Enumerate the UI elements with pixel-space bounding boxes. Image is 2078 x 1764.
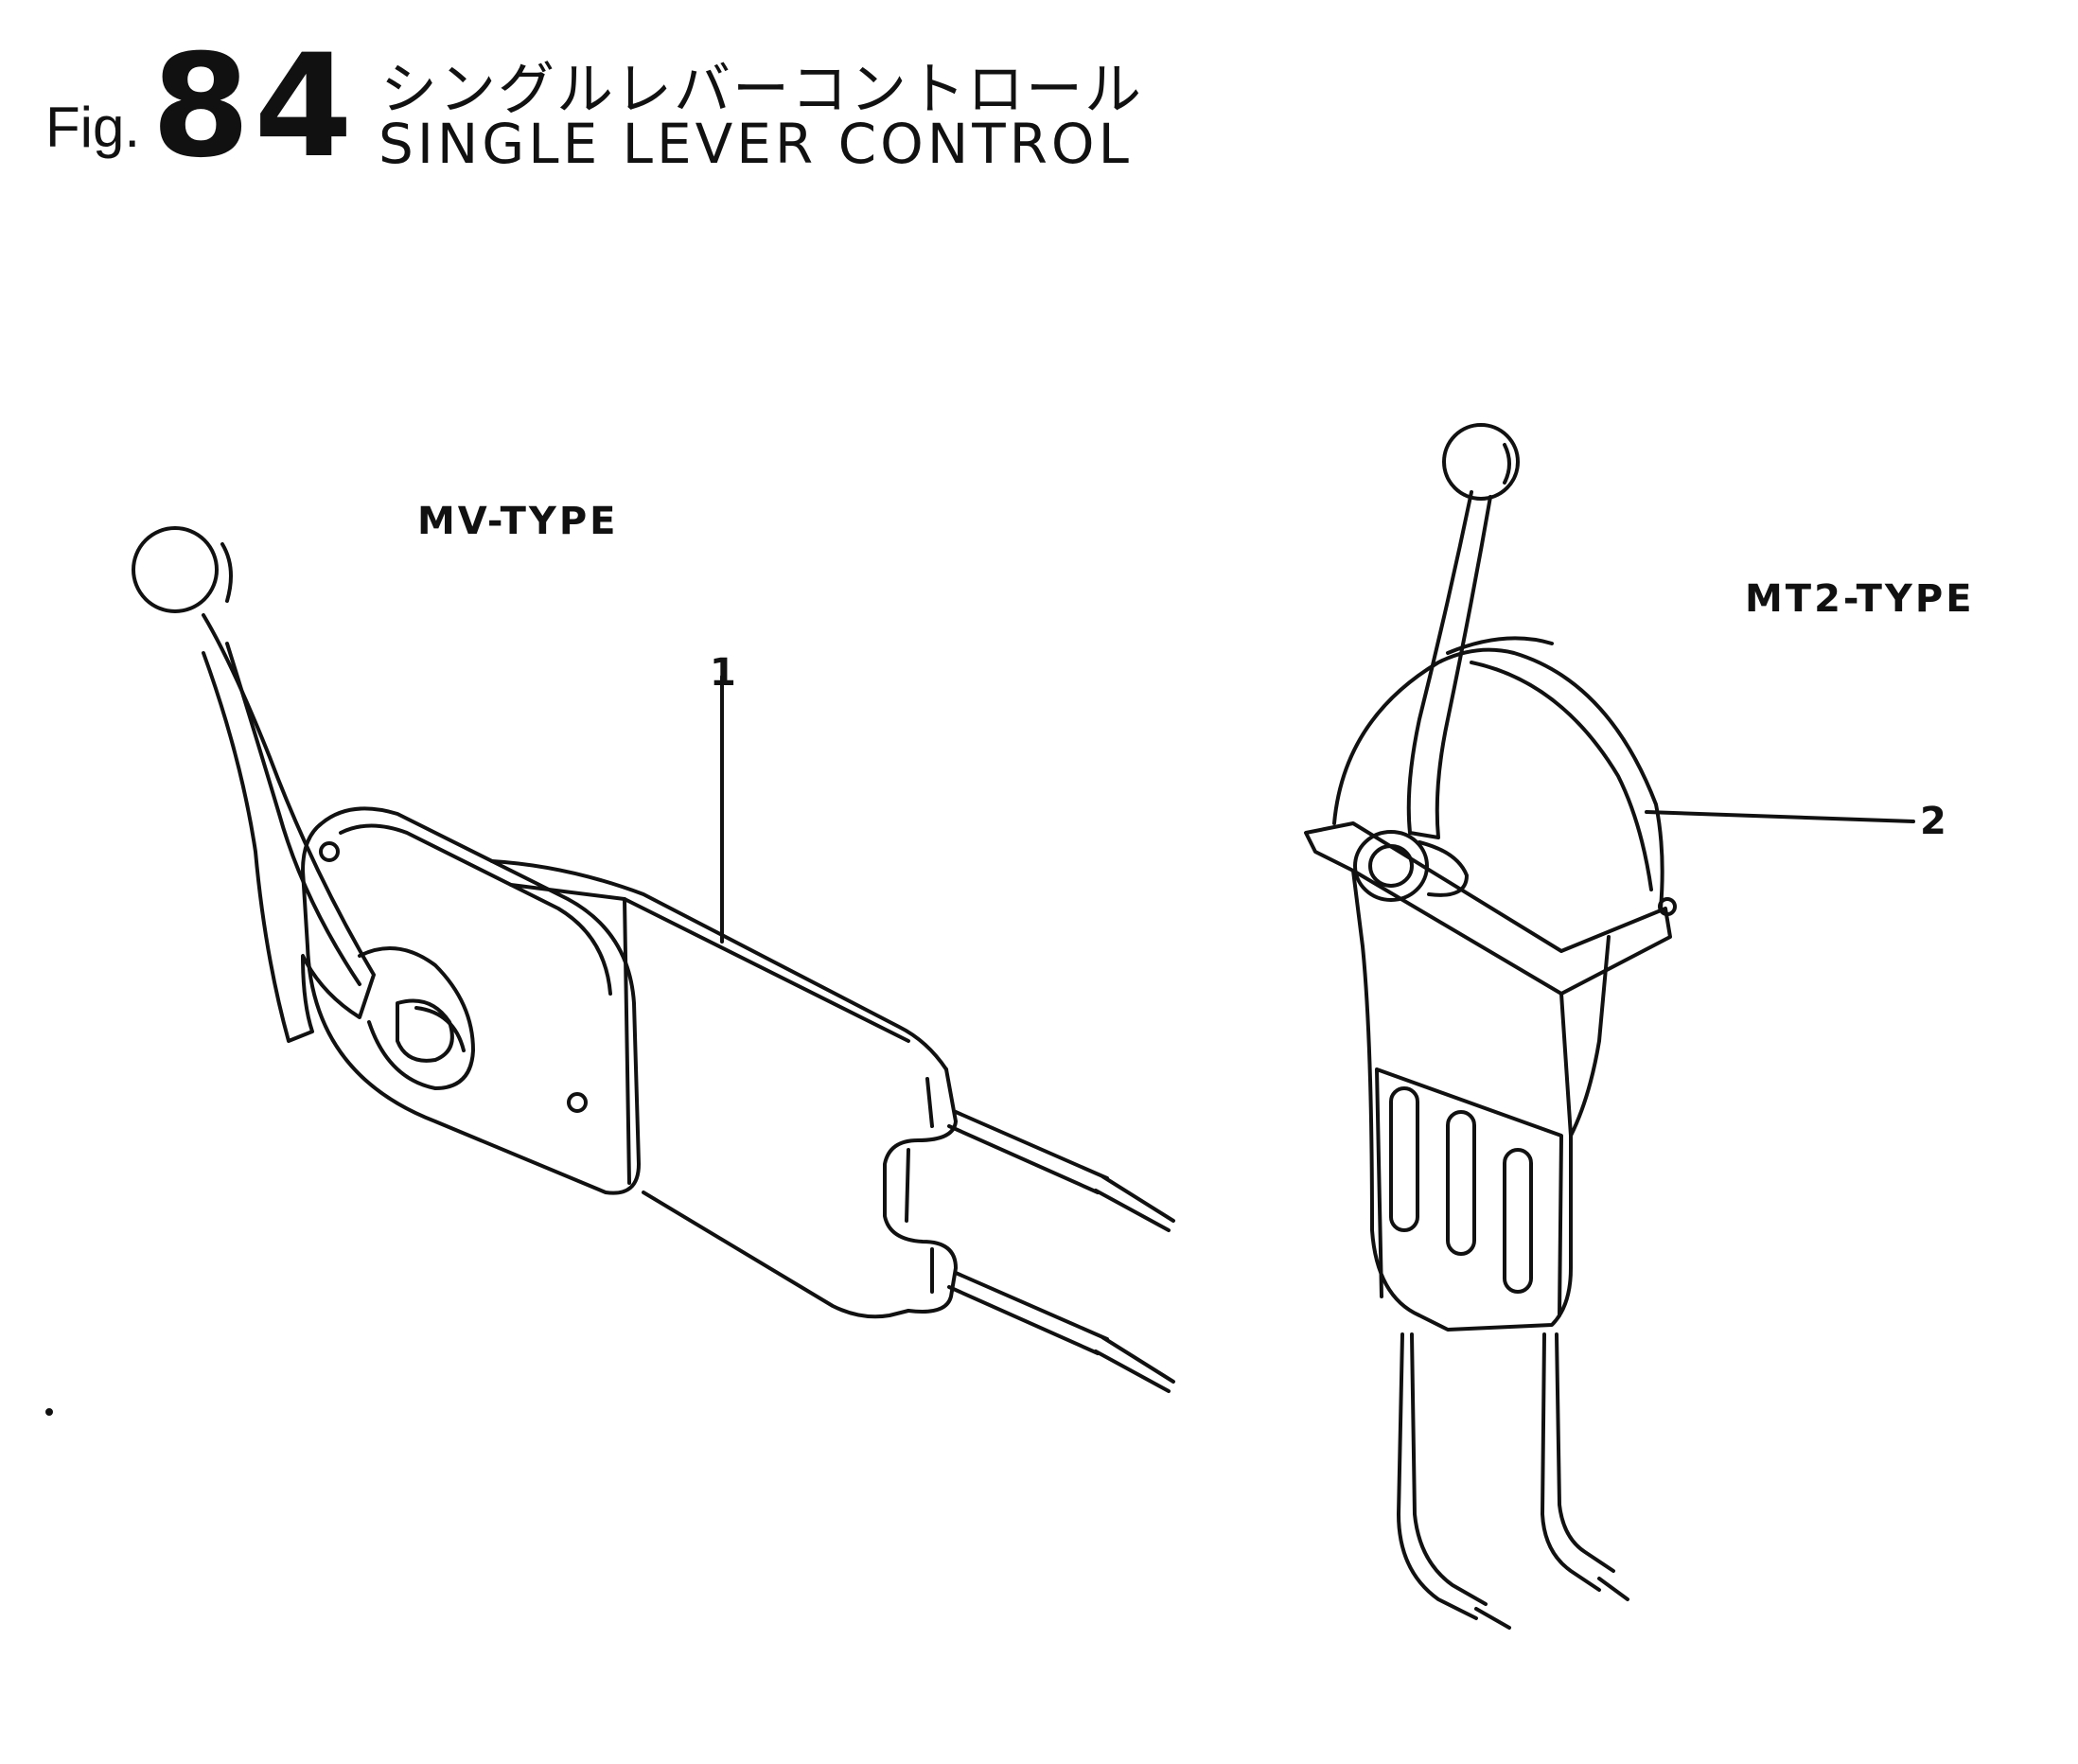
mv-body-top-edge: [490, 859, 948, 1071]
callout-part-2: 2: [1920, 800, 1946, 843]
mt2-type-control: [1304, 423, 1915, 1630]
mt2-hub-collar: [1418, 840, 1469, 897]
mt2-top-plate: [1304, 821, 1672, 996]
mv-body-top-edge-2: [509, 883, 910, 1043]
mt2-lever-arm: [1406, 490, 1492, 839]
mt2-lower-body-front: [1559, 992, 1573, 1138]
label-mv-type: MV-TYPE: [417, 500, 619, 543]
mt2-cable-tip-left: [1474, 1607, 1511, 1630]
mv-knob-button-base: [414, 1006, 466, 1052]
mv-hub: [358, 946, 475, 1090]
mt2-leader-line: [1645, 810, 1915, 823]
label-mt2-type: MT2-TYPE: [1745, 577, 1975, 621]
mt2-side-pin: [1658, 897, 1677, 916]
mv-body-end-inner: [905, 1077, 934, 1294]
mt2-slot-right: [1503, 1148, 1533, 1294]
mv-body-end: [883, 1067, 958, 1314]
fig-number: 84: [151, 25, 357, 189]
mt2-hub-inner: [1368, 844, 1414, 888]
mv-cable-lower: [947, 1271, 1175, 1393]
mv-cable-upper: [947, 1110, 1175, 1232]
mt2-hub: [1353, 830, 1429, 902]
mt2-cable-left: [1397, 1332, 1488, 1620]
title-japanese: シングルレバーコントロール: [380, 57, 1143, 123]
mt2-cable-tip-right: [1597, 1577, 1629, 1601]
mv-faceplate-inner: [339, 823, 612, 996]
mv-lever-arm: [202, 613, 376, 1043]
callout-part-1: 1: [710, 651, 736, 695]
mt2-ball-shine: [1503, 443, 1511, 485]
mt2-slot-center: [1446, 1110, 1476, 1256]
mv-ball-shine: [220, 542, 233, 603]
mt2-lower-body: [1351, 869, 1611, 1332]
mv-faceplate-hole-bottom: [567, 1092, 588, 1113]
mv-type-control: [132, 526, 1175, 1393]
fig-prefix: Fig.: [45, 96, 141, 159]
mt2-cable-right: [1541, 1332, 1615, 1592]
figure-header: Fig. 84 シングルレバーコントロール SINGLE LEVER CONTR…: [0, 0, 1230, 180]
mt2-housing-dome-back: [1470, 661, 1653, 891]
mv-faceplate: [301, 806, 641, 1195]
mv-knob-button: [396, 998, 454, 1063]
mv-faceplate-hole-top: [319, 841, 340, 862]
mv-ball-knob: [132, 526, 219, 613]
title-english: SINGLE LEVER CONTROL: [379, 112, 1133, 176]
scan-speck: [45, 1408, 53, 1416]
mt2-slot-left: [1389, 1086, 1419, 1232]
mv-lever-arm-inner: [225, 642, 361, 986]
mt2-housing-dome-rim: [1446, 636, 1554, 655]
mt2-ball-knob: [1442, 423, 1520, 501]
mv-body-side: [623, 897, 631, 1185]
mt2-slot-frame: [1375, 1067, 1563, 1317]
mv-body-bottom: [642, 1191, 910, 1319]
mt2-housing-dome: [1332, 647, 1664, 910]
